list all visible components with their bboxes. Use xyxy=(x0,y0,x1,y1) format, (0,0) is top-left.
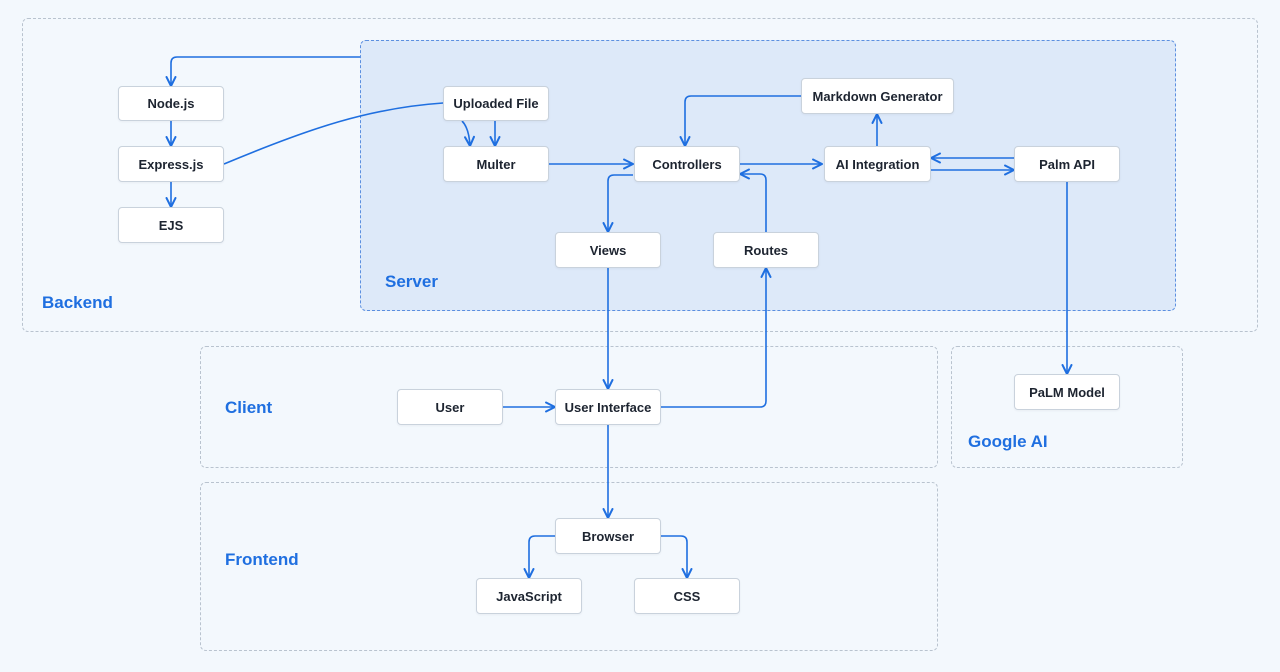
node-palm-model: PaLM Model xyxy=(1014,374,1120,410)
node-ejs: EJS xyxy=(118,207,224,243)
node-uploaded-file: Uploaded File xyxy=(443,86,549,121)
edge-browser-to-javascript xyxy=(523,535,555,580)
backend-group xyxy=(22,18,1258,332)
node-ai-integration: AI Integration xyxy=(824,146,931,182)
edge-server-to-nodejs xyxy=(165,56,360,88)
node-nodejs: Node.js xyxy=(118,86,224,121)
google-ai-label: Google AI xyxy=(968,432,1048,451)
frontend-group xyxy=(200,482,938,651)
edge-markdown-to-controllers xyxy=(679,95,801,148)
node-routes: Routes xyxy=(713,232,819,268)
edge-routes-to-controllers xyxy=(738,168,767,232)
node-palm-api: Palm API xyxy=(1014,146,1120,182)
node-user-interface: User Interface xyxy=(555,389,661,425)
client-group xyxy=(200,346,938,468)
node-views: Views xyxy=(555,232,661,268)
node-markdown-generator: Markdown Generator xyxy=(801,78,954,114)
edge-uploaded-file-to-multer-a xyxy=(461,120,475,148)
edge-controllers-to-views xyxy=(602,174,633,234)
edge-expressjs-to-uploaded-file xyxy=(223,102,444,165)
node-multer: Multer xyxy=(443,146,549,182)
node-expressjs: Express.js xyxy=(118,146,224,182)
edge-ui-to-routes xyxy=(661,266,772,408)
node-browser: Browser xyxy=(555,518,661,554)
server-label: Server xyxy=(385,272,438,291)
node-css: CSS xyxy=(634,578,740,614)
edge-browser-to-css xyxy=(661,535,693,580)
client-label: Client xyxy=(225,398,273,417)
node-user: User xyxy=(397,389,503,425)
frontend-label: Frontend xyxy=(225,550,299,569)
node-javascript: JavaScript xyxy=(476,578,582,614)
node-controllers: Controllers xyxy=(634,146,740,182)
backend-label: Backend xyxy=(42,293,113,312)
